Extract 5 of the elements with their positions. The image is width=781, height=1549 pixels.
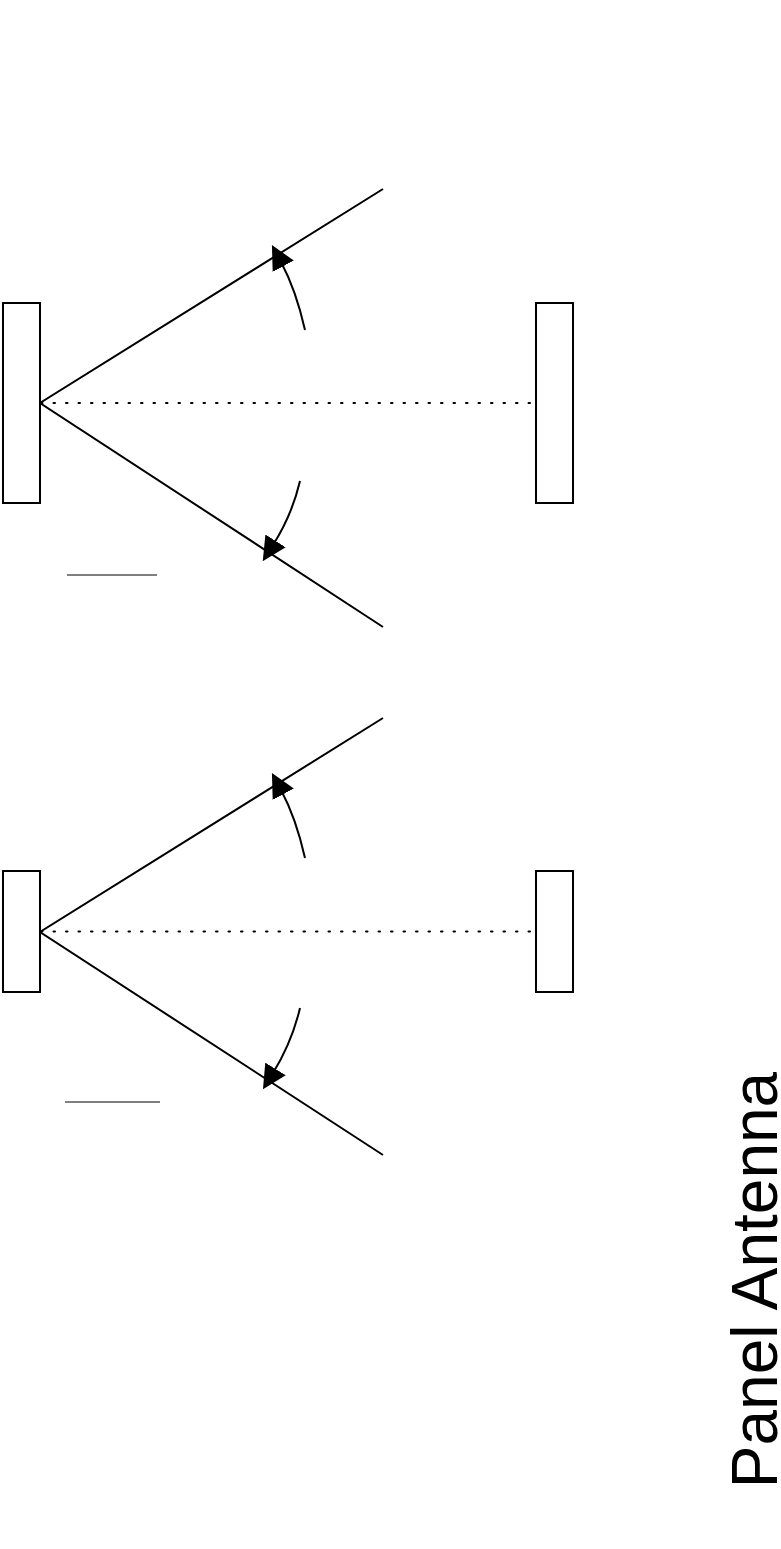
panel-box	[535, 302, 574, 504]
panel-box	[2, 870, 41, 993]
panel-box	[535, 870, 574, 993]
panel-box	[2, 302, 41, 504]
title: Panel Antenna	[718, 1071, 781, 1489]
